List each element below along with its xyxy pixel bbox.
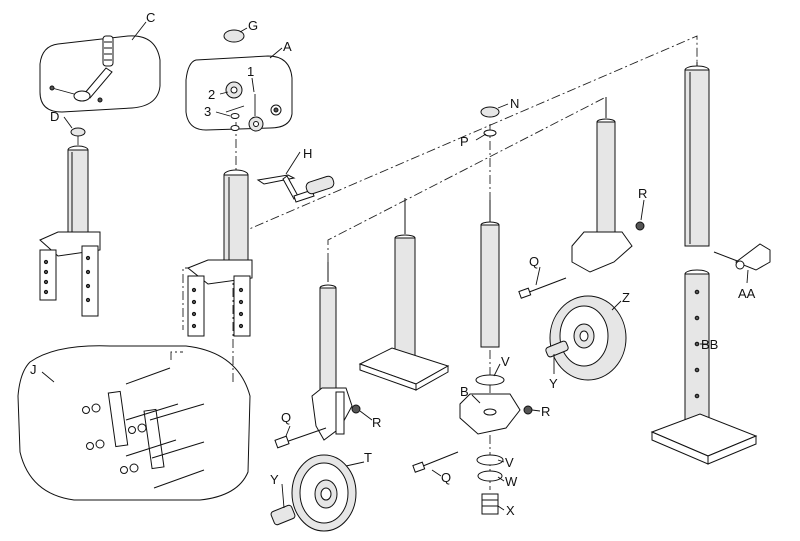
label-1: 1 — [247, 64, 254, 79]
label-x: X — [506, 503, 515, 518]
jack-with-bb-leg — [650, 62, 771, 465]
jack-tube-middle — [187, 169, 253, 337]
label-q-left: Q — [281, 410, 291, 425]
label-r-center: R — [541, 404, 550, 419]
label-2: 2 — [208, 87, 215, 102]
label-z: Z — [622, 290, 630, 305]
label-j: J — [30, 362, 37, 377]
label-bb: BB — [701, 337, 718, 352]
jack-with-wheel-t — [270, 262, 361, 532]
label-v-bottom: V — [505, 455, 514, 470]
label-y-left: Y — [270, 472, 279, 487]
label-g: G — [248, 18, 258, 33]
callout-j-bracket-kit — [17, 345, 251, 501]
jack-with-foot-plate — [358, 198, 450, 391]
label-h: H — [303, 146, 312, 161]
callout-a-gear-kit — [185, 29, 293, 132]
label-q-center: Q — [441, 470, 451, 485]
label-v-top: V — [501, 354, 510, 369]
label-w: W — [505, 474, 518, 489]
jack-with-fork-b — [412, 106, 533, 515]
label-c: C — [146, 10, 155, 25]
label-b: B — [460, 384, 469, 399]
label-3: 3 — [204, 104, 211, 119]
part-labels: C D G A 1 2 3 H J N P R Q Z AA BB Y V B … — [30, 10, 756, 518]
label-r-left: R — [372, 415, 381, 430]
part-h-crank-handle — [256, 174, 335, 203]
jack-with-wheel-z — [518, 97, 645, 381]
label-q-right: Q — [529, 254, 539, 269]
label-aa: AA — [738, 286, 756, 301]
label-y-right: Y — [549, 376, 558, 391]
label-t: T — [364, 450, 372, 465]
part-d-nut — [70, 127, 86, 137]
label-r-right: R — [638, 186, 647, 201]
label-p: P — [460, 134, 469, 149]
callout-c-handle-kit — [39, 35, 161, 113]
label-a: A — [283, 39, 292, 54]
label-n: N — [510, 96, 519, 111]
leader-lines — [41, 21, 749, 511]
jack-tube-left — [39, 145, 101, 317]
label-d: D — [50, 109, 59, 124]
